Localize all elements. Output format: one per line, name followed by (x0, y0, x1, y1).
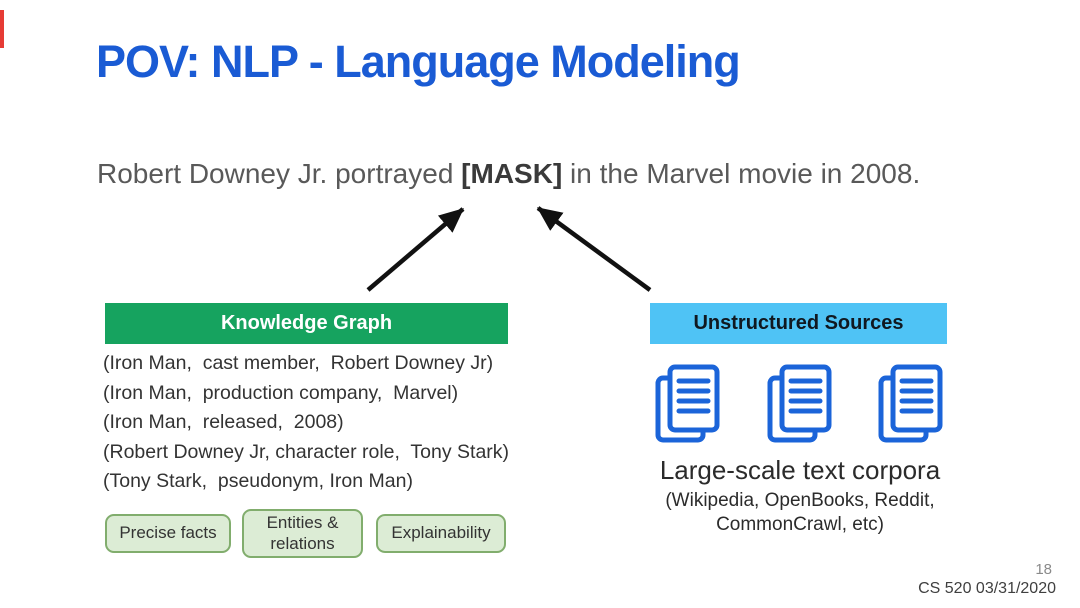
kg-tag-precise-facts: Precise facts (105, 514, 231, 553)
masked-sentence: Robert Downey Jr. portrayed [MASK] in th… (97, 158, 920, 190)
arrows-to-mask (366, 206, 652, 292)
footer-course-label: CS 520 03/31/2020 (918, 580, 1056, 597)
corpora-caption: Large-scale text corpora (659, 455, 941, 485)
document-stack-icon (878, 364, 943, 443)
red-accent-bar (0, 10, 4, 48)
mask-token: [MASK] (461, 158, 563, 189)
kg-triple: (Iron Man, released, 2008) (103, 411, 344, 433)
kg-triple: (Tony Stark, pseudonym, Iron Man) (103, 470, 413, 492)
corpora-subcaption: (Wikipedia, OpenBooks, Reddit, CommonCra… (620, 489, 980, 537)
page-number: 18 (1035, 561, 1052, 578)
knowledge-graph-header: Knowledge Graph (105, 303, 508, 344)
corpora-subcaption-line1: (Wikipedia, OpenBooks, Reddit, (665, 490, 935, 511)
kg-triple: (Iron Man, production company, Marvel) (103, 381, 459, 404)
sentence-prefix: Robert Downey Jr. portrayed (97, 158, 462, 189)
document-stack-icon (655, 364, 720, 443)
kg-triple: (Robert Downey Jr, character role, Tony … (103, 440, 510, 463)
kg-triple: (Iron Man, cast member, Robert Downey Jr… (103, 352, 494, 374)
kg-tag-entities-relations: Entities & relations (242, 509, 363, 558)
kg-tag-explainability: Explainability (376, 514, 506, 553)
unstructured-sources-header: Unstructured Sources (650, 303, 947, 344)
arrow-from-knowledge-graph (366, 207, 465, 292)
corpora-subcaption-line2: CommonCrawl, etc) (716, 514, 884, 535)
document-stack-icon (767, 364, 831, 443)
knowledge-graph-triples: (Iron Man, cast member, Robert Downey Jr… (103, 349, 509, 497)
sentence-suffix: in the Marvel movie in 2008. (562, 158, 921, 189)
arrow-from-unstructured-sources (536, 206, 652, 292)
document-icons-row (650, 364, 947, 444)
slide-title: POV: NLP - Language Modeling (96, 36, 741, 87)
